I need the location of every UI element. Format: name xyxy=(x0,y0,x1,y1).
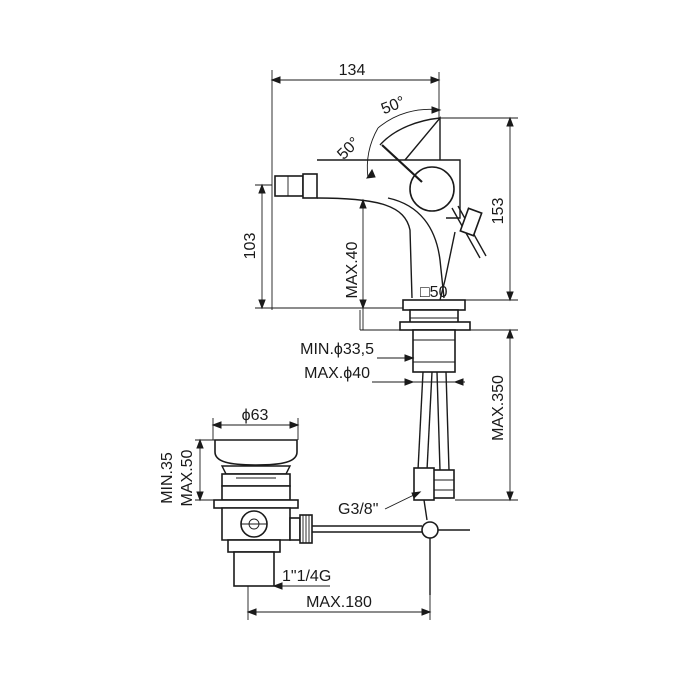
dimension-label-153: 153 xyxy=(490,198,507,225)
angle-indicator: 50° 50° xyxy=(334,93,442,179)
rod-pivot xyxy=(421,521,439,539)
popup-knob xyxy=(459,207,483,237)
dimension-label-waste-diameter: ϕ63 xyxy=(242,407,269,424)
dimension-label-max-50: MAX.50 xyxy=(179,449,196,506)
dimension-max-350: MAX.350 xyxy=(455,328,518,502)
base-plate xyxy=(402,299,466,311)
dimension-label-min-hole: MIN.ϕ33,5 xyxy=(300,341,374,358)
mixer-body xyxy=(274,116,487,301)
dimension-hole: MIN.ϕ33,5 MAX.ϕ40 xyxy=(300,310,465,386)
waste-flange xyxy=(213,499,299,509)
handle-pivot xyxy=(409,166,455,212)
popup-waste: ϕ63 MIN.35 MAX.50 xyxy=(159,407,470,595)
angle-label-upper: 50° xyxy=(379,93,408,118)
dimension-height-103: 103 xyxy=(242,183,405,310)
fixing-nut xyxy=(412,329,456,373)
waste-cap xyxy=(214,439,298,466)
thread-label-waste: 1"1/4G xyxy=(282,568,331,585)
dimension-max-180: MAX.180 xyxy=(246,586,432,620)
dimension-width-134: 134 xyxy=(270,62,441,310)
base-square-label: □50 xyxy=(420,284,448,301)
aerator-ring xyxy=(302,173,318,199)
gasket xyxy=(399,321,471,331)
dimension-label-min-35: MIN.35 xyxy=(159,452,176,504)
handle-lever xyxy=(381,144,423,183)
angle-label-lower: 50° xyxy=(334,134,363,163)
dimension-label-max-350: MAX.350 xyxy=(490,375,507,441)
dimension-label-max-180: MAX.180 xyxy=(306,594,372,611)
mounting-assembly xyxy=(399,299,471,521)
waste-tail xyxy=(233,551,275,587)
dimension-height-153: 153 xyxy=(440,116,518,302)
dimension-label-max-40: MAX.40 xyxy=(344,241,361,298)
thread-waste-callout: 1"1/4G xyxy=(272,568,331,590)
dimension-label-max-hole: MAX.ϕ40 xyxy=(304,365,370,382)
thread-label-g38: G3/8" xyxy=(338,501,378,518)
thread-g38-callout: G3/8" xyxy=(338,491,422,518)
hose-connector xyxy=(431,469,455,499)
dimension-max-40: MAX.40 xyxy=(344,198,367,330)
dimension-label-103: 103 xyxy=(242,233,259,260)
aerator-tip xyxy=(274,175,304,197)
dimension-label-134: 134 xyxy=(339,62,366,79)
